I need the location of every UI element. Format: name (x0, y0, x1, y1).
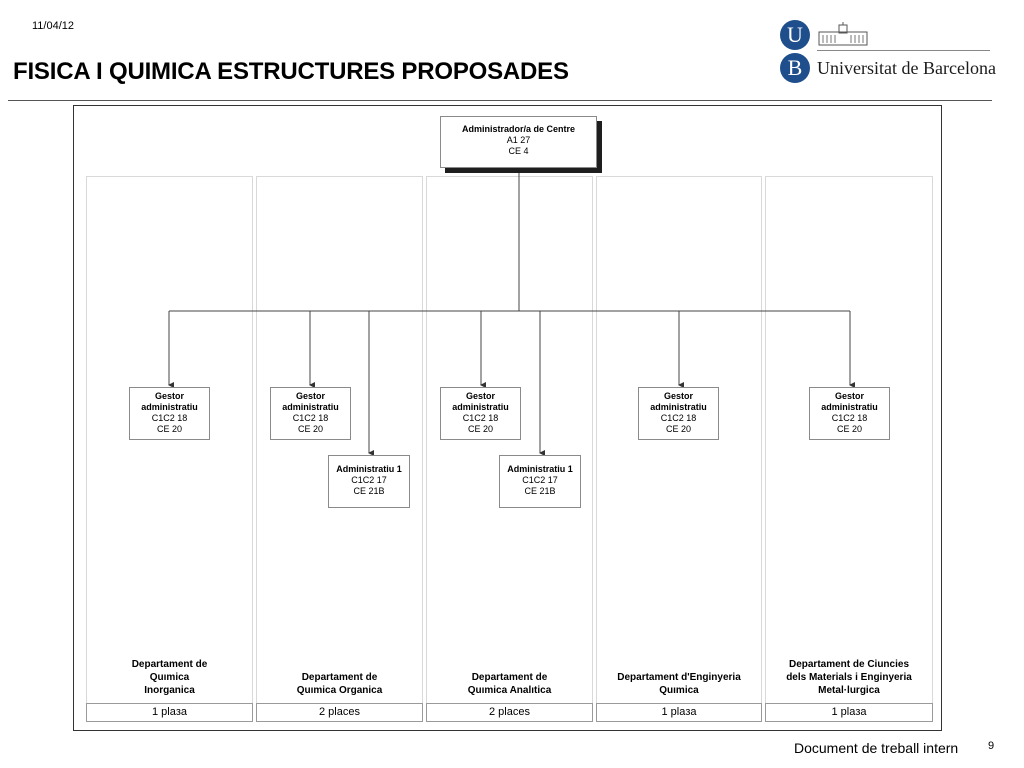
node-title: administratiu (650, 402, 707, 412)
node-line: C1C2 17 (522, 475, 558, 485)
node-title: administratiu (821, 402, 878, 412)
university-logo: U B Universitat de Barcelona (780, 18, 996, 86)
node-line: CE 20 (836, 424, 862, 434)
node-title: administratiu (452, 402, 509, 412)
slide-title: FISICA I QUIMICA ESTRUCTURES PROPOSADES (13, 58, 569, 85)
node-line: CE 4 (508, 146, 529, 156)
node-title: administratiu (282, 402, 339, 412)
dept-column (256, 176, 423, 722)
dept-column (596, 176, 762, 722)
dept-places: 2 places (256, 703, 423, 722)
dept-column (86, 176, 253, 722)
dept-label-line: Departament de (301, 672, 378, 683)
node-line: CE 21B (353, 486, 385, 496)
org-node-administrador: Administrador/a de Centre A1 27 CE 4 (440, 116, 597, 168)
org-node-administratiu: Administratiu 1 C1C2 17 CE 21B (499, 455, 581, 508)
node-line: C1C2 18 (660, 413, 697, 423)
node-title: administratiu (141, 402, 198, 412)
dept-label: Departament de Quımica Organica (256, 671, 423, 697)
node-title: Gestor (154, 391, 184, 401)
dept-column (426, 176, 593, 722)
dept-label-line: Metal·lurgica (818, 685, 880, 696)
dept-label-line: Quımica (149, 672, 190, 683)
dept-places: 1 plaза (86, 703, 253, 722)
dept-label: Departament d'Enginyeria Quımica (596, 671, 762, 697)
node-line: CE 21B (524, 486, 556, 496)
org-node-gestor: Gestor administratiu C1C2 18 CE 20 (638, 387, 719, 440)
node-line: CE 20 (156, 424, 182, 434)
node-title: Administratiu 1 (336, 464, 402, 474)
dept-places: 2 places (426, 703, 593, 722)
dept-label-line: Quımica (659, 685, 699, 696)
dept-label-line: Departament d'Enginyeria (617, 672, 741, 683)
org-chart-frame (73, 105, 942, 731)
node-title: Gestor (465, 391, 495, 401)
node-title: Administratiu 1 (507, 464, 573, 474)
building-icon (818, 22, 868, 46)
node-line: CE 20 (665, 424, 691, 434)
node-line: CE 20 (467, 424, 493, 434)
dept-label: Departament de Quımica Inorganica (86, 658, 253, 697)
node-line: C1C2 17 (351, 475, 387, 485)
dept-label-line: Quımica Organica (296, 685, 383, 696)
dept-label-line: Quımica Analıtica (467, 685, 552, 696)
university-name: Universitat de Barcelona (817, 58, 996, 78)
dept-label: Departament de Quımica Analıtica (426, 671, 593, 697)
dept-places: 1 plaза (765, 703, 933, 722)
logo-badge-u: U (780, 20, 810, 50)
org-node-gestor: Gestor administratiu C1C2 18 CE 20 (270, 387, 351, 440)
node-line: CE 20 (297, 424, 323, 434)
node-line: C1C2 18 (831, 413, 868, 423)
dept-label: Departament de Ciuncies dels Materials i… (765, 658, 933, 697)
dept-label-line: dels Materials i Enginyeria (786, 672, 912, 683)
dept-label-line: Departament de (471, 672, 548, 683)
dept-places: 1 plaза (596, 703, 762, 722)
dept-column (765, 176, 933, 722)
org-node-gestor: Gestor administratiu C1C2 18 CE 20 (440, 387, 521, 440)
title-rule (8, 100, 992, 101)
footer-text: Document de treball intern (794, 740, 959, 756)
node-line: A1 27 (506, 135, 531, 145)
node-line: C1C2 18 (462, 413, 499, 423)
logo-badge-b: B (780, 53, 810, 83)
node-title: Gestor (834, 391, 864, 401)
org-node-gestor: Gestor administratiu C1C2 18 CE 20 (809, 387, 890, 440)
dept-label-line: Departament de (131, 659, 208, 670)
dept-label-line: Departament de Ciuncies (788, 659, 910, 670)
node-line: C1C2 18 (292, 413, 329, 423)
org-node-administratiu: Administratiu 1 C1C2 17 CE 21B (328, 455, 410, 508)
page-number: 9 (988, 740, 995, 752)
logo-rule (817, 50, 990, 51)
node-title: Administrador/a de Centre (461, 124, 576, 134)
slide-date: 11/04/12 (32, 20, 75, 32)
node-line: C1C2 18 (151, 413, 188, 423)
node-title: Gestor (663, 391, 693, 401)
dept-label-line: Inorganica (144, 685, 195, 696)
org-node-gestor: Gestor administratiu C1C2 18 CE 20 (129, 387, 210, 440)
node-title: Gestor (295, 391, 325, 401)
